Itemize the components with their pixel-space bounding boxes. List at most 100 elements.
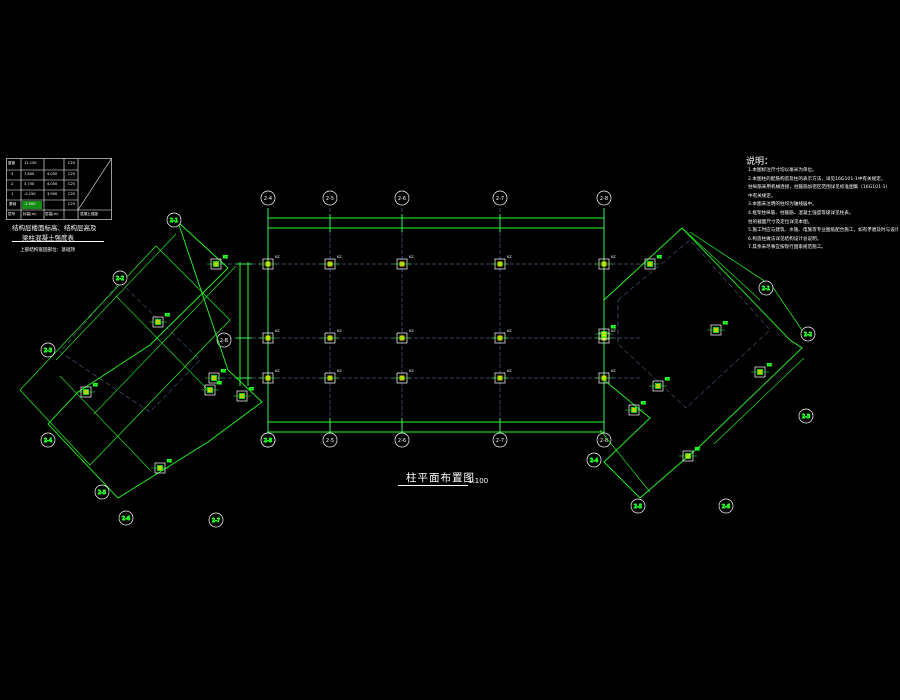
column-tag: KZ bbox=[275, 255, 280, 259]
column-tag: KZ bbox=[409, 255, 414, 259]
grid-bubble-label: 2-2 bbox=[116, 276, 124, 282]
column-tag: KZ bbox=[657, 255, 662, 259]
column-tag: KZ bbox=[337, 369, 342, 373]
table-cell: 3.900 bbox=[47, 192, 58, 196]
table-header-floor: 屋面 bbox=[8, 161, 16, 165]
column-tag: KZ bbox=[767, 363, 772, 367]
grid-bubble bbox=[208, 512, 224, 528]
grid-bubble-label: 2-7 bbox=[496, 196, 504, 202]
column-tag: KZ bbox=[665, 377, 670, 381]
table-cell: -0.150 bbox=[24, 192, 36, 196]
grid-bubble-label: 2-4 bbox=[590, 458, 598, 464]
drawing-title: 柱平面布置图 bbox=[406, 472, 475, 484]
grid-bubble-label: 2-8 bbox=[600, 438, 608, 444]
grid-bubble-label: 2-5 bbox=[326, 438, 334, 444]
dim-line bbox=[115, 295, 211, 393]
dim-line bbox=[599, 429, 651, 493]
table-header-elev: 标高(m) bbox=[23, 212, 37, 216]
column-tag: KZ bbox=[337, 255, 342, 259]
grid-bubble-label: 2-6 bbox=[722, 504, 730, 510]
column-tag: KZ bbox=[611, 255, 616, 259]
grid-bubble bbox=[216, 332, 232, 348]
column-tag: KZ bbox=[507, 369, 512, 373]
column-tag: KZ bbox=[275, 329, 280, 333]
grid-bubble bbox=[596, 190, 612, 206]
table-caption-3: 上部结构嵌固部位：基础顶 bbox=[20, 248, 76, 253]
grid-bubble bbox=[586, 452, 602, 468]
table-header-concrete: 混凝土强度 bbox=[80, 212, 98, 216]
column-tag: KZ bbox=[723, 321, 728, 325]
grid-bubble-label: 2-4 bbox=[264, 196, 272, 202]
grid-bubble bbox=[118, 510, 134, 526]
column-tag: KZ bbox=[223, 255, 228, 259]
dim-line bbox=[713, 357, 805, 445]
note-item: 柱纵筋采用机械连接，柱箍筋加密区范围详见标准图集（16G101-1） bbox=[748, 185, 891, 191]
grid-bubble-label: 2-1 bbox=[170, 218, 178, 224]
table-cell: -1.500 bbox=[24, 202, 36, 206]
note-item: 柱的截面尺寸及定位详见本图。 bbox=[748, 219, 813, 225]
table-cell: C25 bbox=[68, 182, 76, 186]
table-cell: 4.050 bbox=[47, 172, 58, 176]
right-wing-outline bbox=[603, 227, 803, 499]
right-wing-inner bbox=[617, 239, 771, 409]
notes-list: 1.本图标注尺寸均以毫米为单位。 2.本图柱的配筋构造及柱的表示方法，详见16G… bbox=[748, 167, 898, 253]
column-tag: KZ bbox=[611, 369, 616, 373]
column-tag: KZ bbox=[217, 381, 222, 385]
center-grid-lines bbox=[222, 208, 640, 440]
grid-bubble bbox=[596, 432, 612, 448]
table-cell: C25 bbox=[68, 172, 76, 176]
table-cell: 12.150 bbox=[24, 161, 37, 165]
dim-line bbox=[59, 375, 151, 471]
note-item: 中有关规定。 bbox=[748, 193, 776, 199]
grid-bubble bbox=[630, 498, 646, 514]
column-tag: KZ bbox=[695, 447, 700, 451]
grid-bubble-label: 2-5 bbox=[326, 196, 334, 202]
column-tag: KZ bbox=[409, 369, 414, 373]
grid-bubble-label: 2-2 bbox=[804, 332, 812, 338]
dim-line bbox=[55, 233, 177, 361]
note-item: 4.框架柱纵筋、柱箍筋、混凝土强度等级详见柱表。 bbox=[748, 210, 854, 216]
grid-bubble bbox=[166, 212, 182, 228]
column-tag: KZ bbox=[641, 401, 646, 405]
column-tag: KZ bbox=[611, 325, 616, 329]
table-header-floor: 层号 bbox=[8, 212, 16, 216]
column-tag: KZ bbox=[93, 383, 98, 387]
level-table-frame bbox=[6, 158, 112, 220]
grid-bubble-label: 2-7 bbox=[496, 438, 504, 444]
grid-bubble-label: 2-3 bbox=[44, 348, 52, 354]
table-cell: 2 bbox=[11, 182, 14, 186]
grid-bubble bbox=[260, 190, 276, 206]
note-item: 3.本图未注明的柱均为轴线居中。 bbox=[748, 202, 817, 208]
grid-bubble bbox=[394, 190, 410, 206]
grid-bubble bbox=[112, 270, 128, 286]
table-cell: 基础 bbox=[9, 202, 17, 206]
dim-line bbox=[93, 265, 237, 415]
column-tag: KZ bbox=[611, 329, 616, 333]
grid-bubble bbox=[322, 432, 338, 448]
grid-bubble-label: 2-7 bbox=[212, 518, 220, 524]
grid-bubble bbox=[322, 190, 338, 206]
table-header-height: 层高(m) bbox=[45, 212, 59, 216]
column-tag: KZ bbox=[221, 369, 226, 373]
table-cell: 3 bbox=[11, 172, 14, 176]
grid-bubble bbox=[40, 432, 56, 448]
grid-bubble bbox=[260, 432, 276, 448]
grid-bubble-label: 2-4 bbox=[44, 438, 52, 444]
grid-bubble bbox=[718, 498, 734, 514]
note-item: 5.施工时应与建筑、水施、电施等专业图纸配合施工，如有矛盾及时与设计院联系。 bbox=[748, 228, 898, 234]
grid-bubble-label: 2-6 bbox=[398, 196, 406, 202]
table-caption-2: 梁柱混凝土强度表 bbox=[22, 234, 74, 242]
center-plan-block bbox=[236, 208, 605, 440]
grid-bubble bbox=[800, 326, 816, 342]
column-tag: KZ bbox=[167, 459, 172, 463]
grid-bubble bbox=[492, 432, 508, 448]
grid-bubble-label: 2-8 bbox=[264, 438, 272, 444]
grid-bubble bbox=[798, 408, 814, 424]
grid-bubble bbox=[394, 432, 410, 448]
table-cell: C25 bbox=[68, 192, 76, 196]
level-table: 屋面 12.150 C25 3 7.800 4.050 C25 2 3.750 … bbox=[6, 158, 112, 220]
grid-bubble bbox=[94, 484, 110, 500]
table-caption-1: 结构层楼面标高、结构层高及 bbox=[12, 224, 97, 232]
